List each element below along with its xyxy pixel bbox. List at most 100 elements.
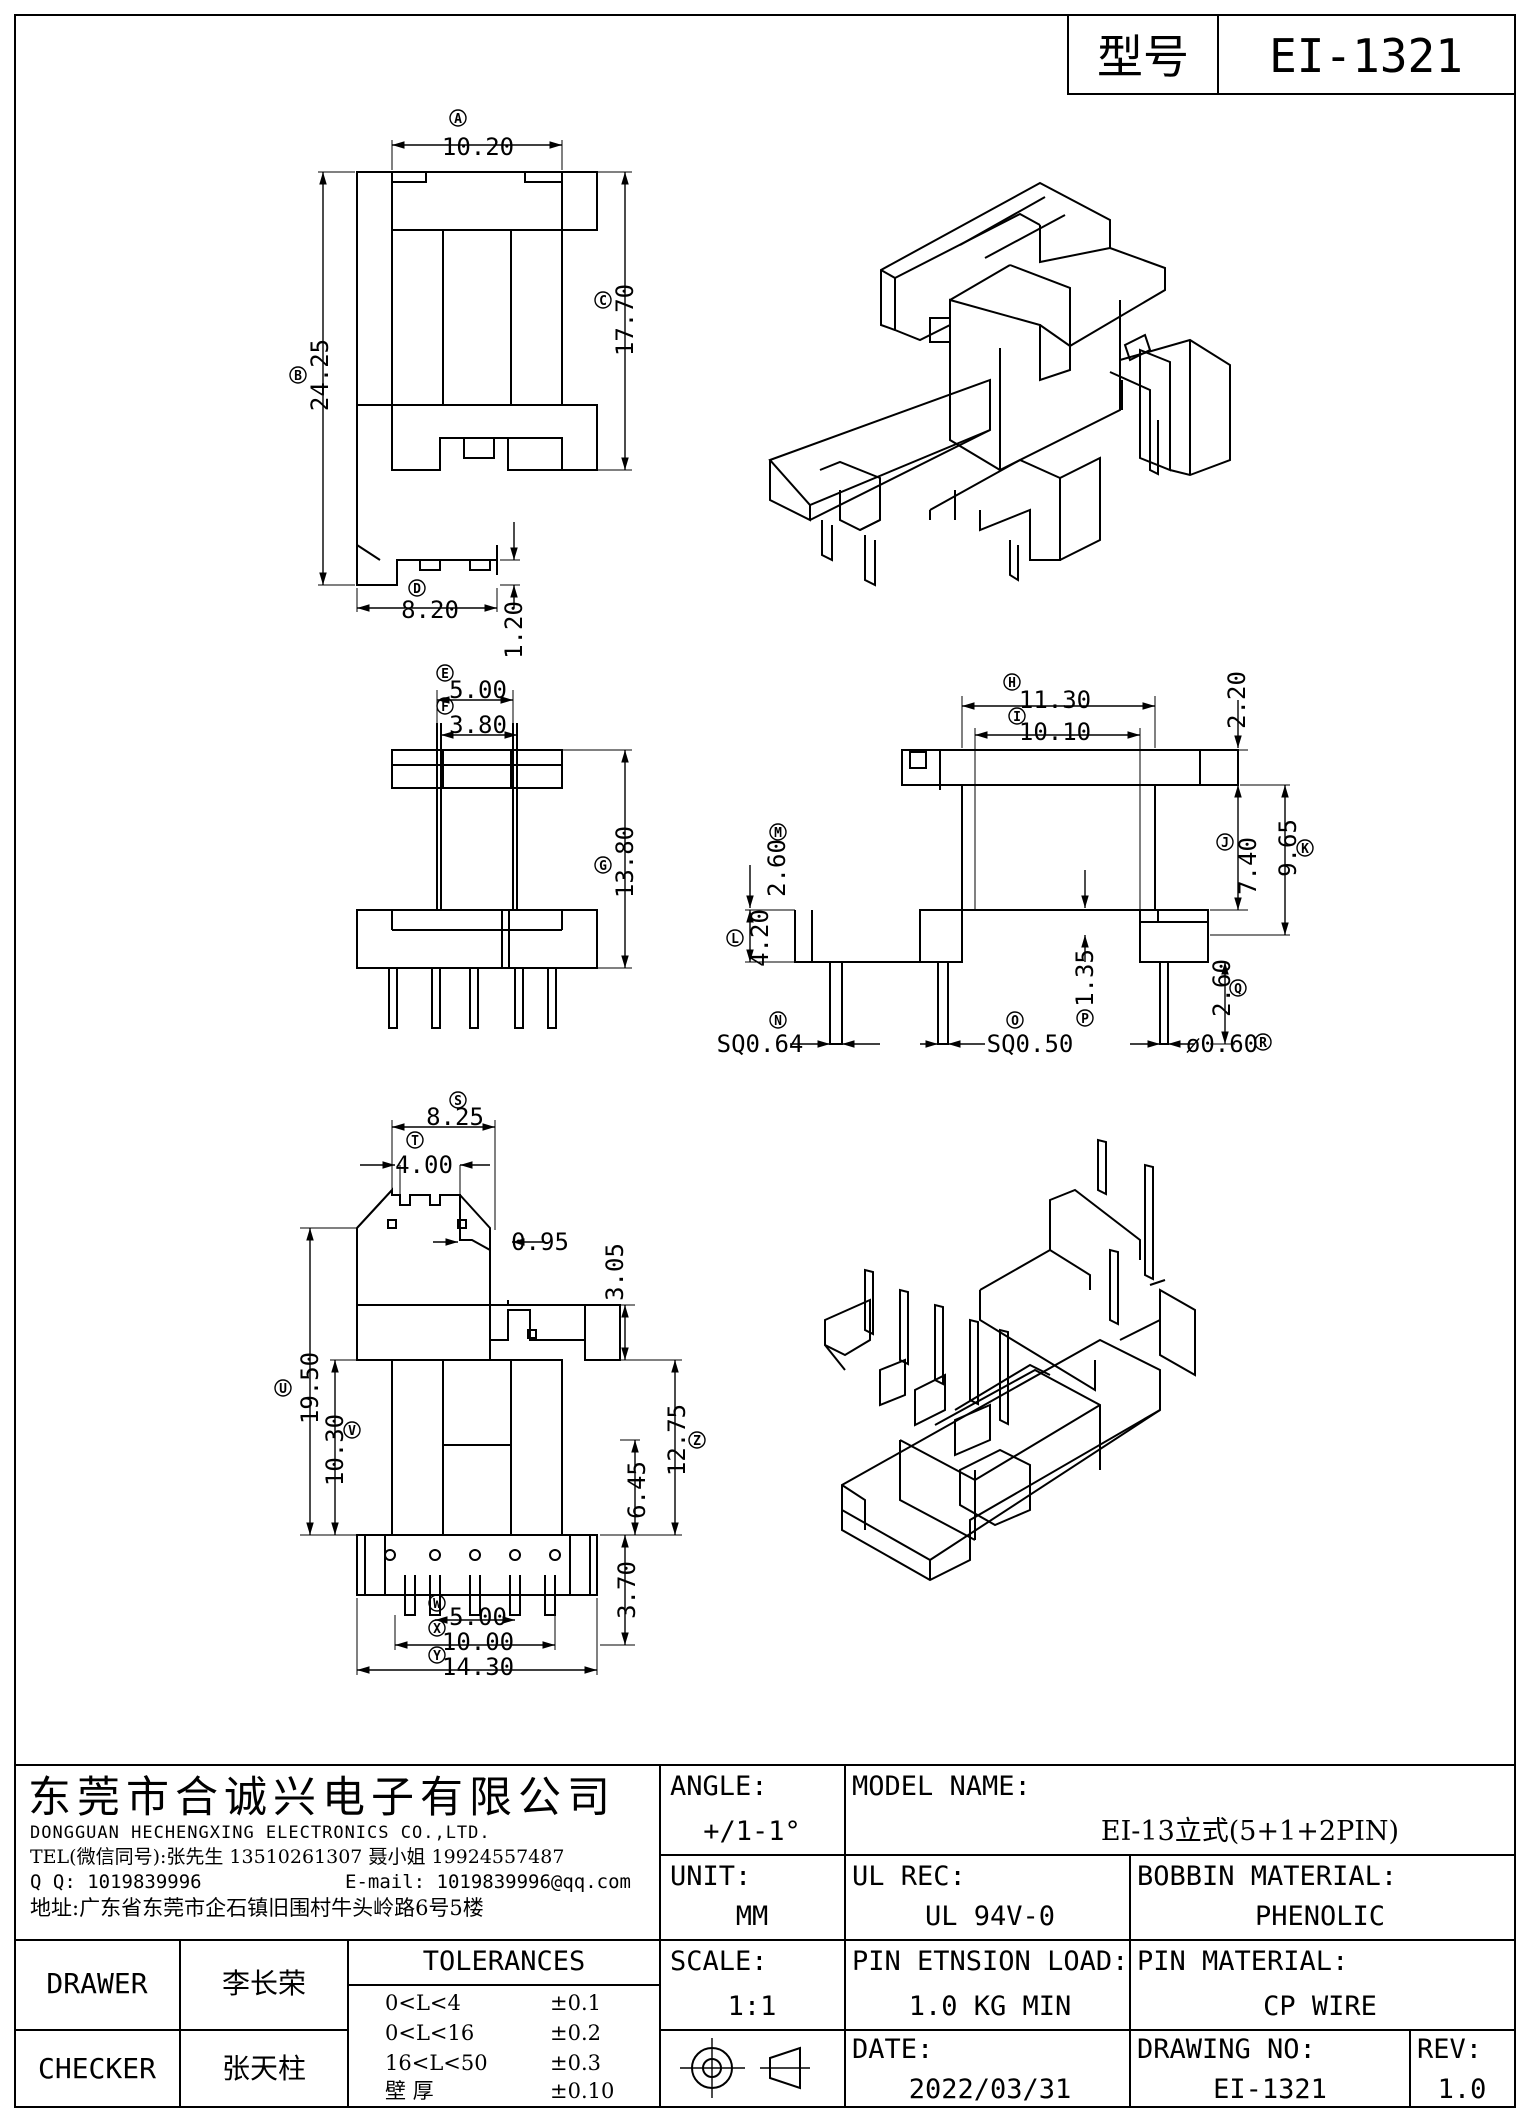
dim-I: 10.10 [1019, 718, 1091, 746]
model-label: 型号 [1097, 30, 1189, 84]
circle-R: R [1259, 1036, 1267, 1051]
dim-P: 1.35 [1071, 949, 1099, 1007]
circle-C: C [599, 294, 607, 309]
scale-value: 1:1 [728, 1991, 777, 2022]
dim-X: 10.00 [442, 1628, 514, 1656]
circle-F: F [441, 700, 449, 715]
dim-A: 10.20 [442, 133, 514, 161]
scale-label: SCALE: [670, 1946, 768, 1977]
unit-label: UNIT: [670, 1861, 751, 1892]
circle-X: X [433, 1622, 441, 1637]
date-label: DATE: [852, 2034, 933, 2065]
rev-label: REV: [1417, 2034, 1482, 2065]
dim-J: 7.40 [1234, 837, 1262, 895]
circle-D: D [413, 582, 421, 597]
pin-load-label: PIN ETNSION LOAD: [852, 1946, 1128, 1977]
dim-R: ø0.60 [1186, 1030, 1258, 1058]
top-view [318, 140, 632, 612]
front-view [356, 690, 632, 1029]
dim-1-20: 1.20 [500, 601, 528, 659]
circle-E: E [441, 667, 449, 682]
dim-6-45: 6.45 [623, 1461, 651, 1519]
dim-D: 8.20 [401, 596, 459, 624]
company-email: E-mail: 1019839996@qq.com [345, 1871, 631, 1893]
ul-label: UL REC: [852, 1861, 966, 1892]
tolerance-value: ±0.1 [550, 1991, 601, 2015]
circle-O: O [1011, 1014, 1019, 1029]
dim-W: 5.00 [449, 1603, 507, 1631]
dim-B: 24.25 [306, 339, 334, 411]
rev-value: 1.0 [1438, 2074, 1487, 2105]
circle-N: N [774, 1014, 782, 1029]
dim-C: 17.70 [611, 284, 639, 356]
iso-view-top [768, 181, 1231, 587]
tolerance-range: 0<L<16 [385, 2021, 474, 2045]
drawing-no-label: DRAWING NO: [1137, 2034, 1316, 2065]
pin-load-value: 1.0 KG MIN [909, 1991, 1072, 2022]
tolerance-value: ±0.3 [550, 2051, 601, 2075]
circle-K: K [1301, 842, 1309, 857]
iso-view-bottom [824, 1138, 1196, 1582]
dim-K: 9.65 [1274, 819, 1302, 877]
drawer-value: 李长荣 [222, 1967, 306, 2000]
bottom-view [300, 1120, 682, 1675]
circle-H: H [1008, 676, 1016, 691]
circle-P: P [1081, 1012, 1089, 1027]
front-view-dims: E 5.00 F 3.80 G 13.80 [436, 664, 639, 898]
circle-S: S [454, 1094, 462, 1109]
circle-W: W [433, 1597, 441, 1612]
dim-M: 2.60 [763, 839, 791, 897]
company-tel: TEL(微信同号):张先生 13510261307 聂小姐 1992455748… [30, 1846, 564, 1868]
unit-value: MM [736, 1901, 769, 1932]
circle-Z: Z [693, 1434, 701, 1449]
circle-J: J [1221, 836, 1229, 851]
circle-Q: Q [1234, 982, 1242, 997]
ul-value: UL 94V-0 [925, 1901, 1055, 1932]
pin-material-value: CP WIRE [1263, 1991, 1377, 2022]
dim-Y: 14.30 [442, 1653, 514, 1681]
tolerance-value: ±0.10 [550, 2079, 614, 2103]
model-name-value: EI-13立式(5+1+2PIN) [1101, 1816, 1399, 1847]
dim-N: SQ0.64 [717, 1030, 804, 1058]
drawer-label: DRAWER [46, 1967, 147, 2000]
dim-T: 4.00 [395, 1151, 453, 1179]
date-value: 2022/03/31 [909, 2074, 1072, 2105]
company-address: 地址:广东省东莞市企石镇旧围村牛头岭路6号5楼 [30, 1896, 484, 1920]
pin-material-label: PIN MATERIAL: [1137, 1946, 1348, 1977]
dim-F: 3.80 [449, 711, 507, 739]
dim-V: 10.30 [321, 1414, 349, 1486]
model-value: EI-1321 [1269, 29, 1463, 83]
dim-E: 5.00 [449, 676, 507, 704]
dim-2-20: 2.20 [1223, 671, 1251, 729]
sheet-frame [14, 14, 1516, 2108]
circle-T: T [411, 1134, 419, 1149]
header-model-box: 型号 EI-1321 [1067, 14, 1516, 95]
tolerance-range: 壁 厚 [385, 2079, 434, 2103]
side-view [745, 696, 1290, 1048]
circle-V: V [348, 1424, 356, 1439]
title-block [15, 1764, 1515, 2107]
tolerance-range: 0<L<4 [385, 1991, 461, 2015]
company-name-en: DONGGUAN HECHENGXING ELECTRONICS CO.,LTD… [30, 1823, 491, 1843]
dim-O: SQ0.50 [987, 1030, 1074, 1058]
checker-value: 张天柱 [222, 2052, 306, 2085]
dim-U: 19.50 [296, 1352, 324, 1424]
dim-H: 11.30 [1019, 686, 1091, 714]
bobbin-value: PHENOLIC [1255, 1901, 1385, 1932]
dim-Z: 12.75 [663, 1404, 691, 1476]
dim-S: 8.25 [426, 1103, 484, 1131]
bottom-view-dims: S 8.25 T 4.00 0.95 3.05 U 19.50 V 10.30 … [274, 1091, 706, 1681]
title-block-text: ANGLE: +/1-1° MODEL NAME: EI-13立式(5+1+2P… [38, 1771, 1486, 2105]
angle-value: +/1-1° [703, 1816, 801, 1847]
top-view-dims: A 10.20 B 24.25 C 17.70 D 8.20 1.20 [289, 109, 639, 659]
dim-3-05: 3.05 [601, 1243, 629, 1301]
bobbin-label: BOBBIN MATERIAL: [1137, 1861, 1397, 1892]
circle-I: I [1013, 710, 1021, 725]
circle-B: B [294, 369, 302, 384]
circle-G: G [599, 859, 607, 874]
tolerance-value: ±0.2 [550, 2021, 601, 2045]
circle-U: U [279, 1382, 287, 1397]
circle-M: M [774, 826, 782, 841]
circle-Y: Y [433, 1649, 441, 1664]
